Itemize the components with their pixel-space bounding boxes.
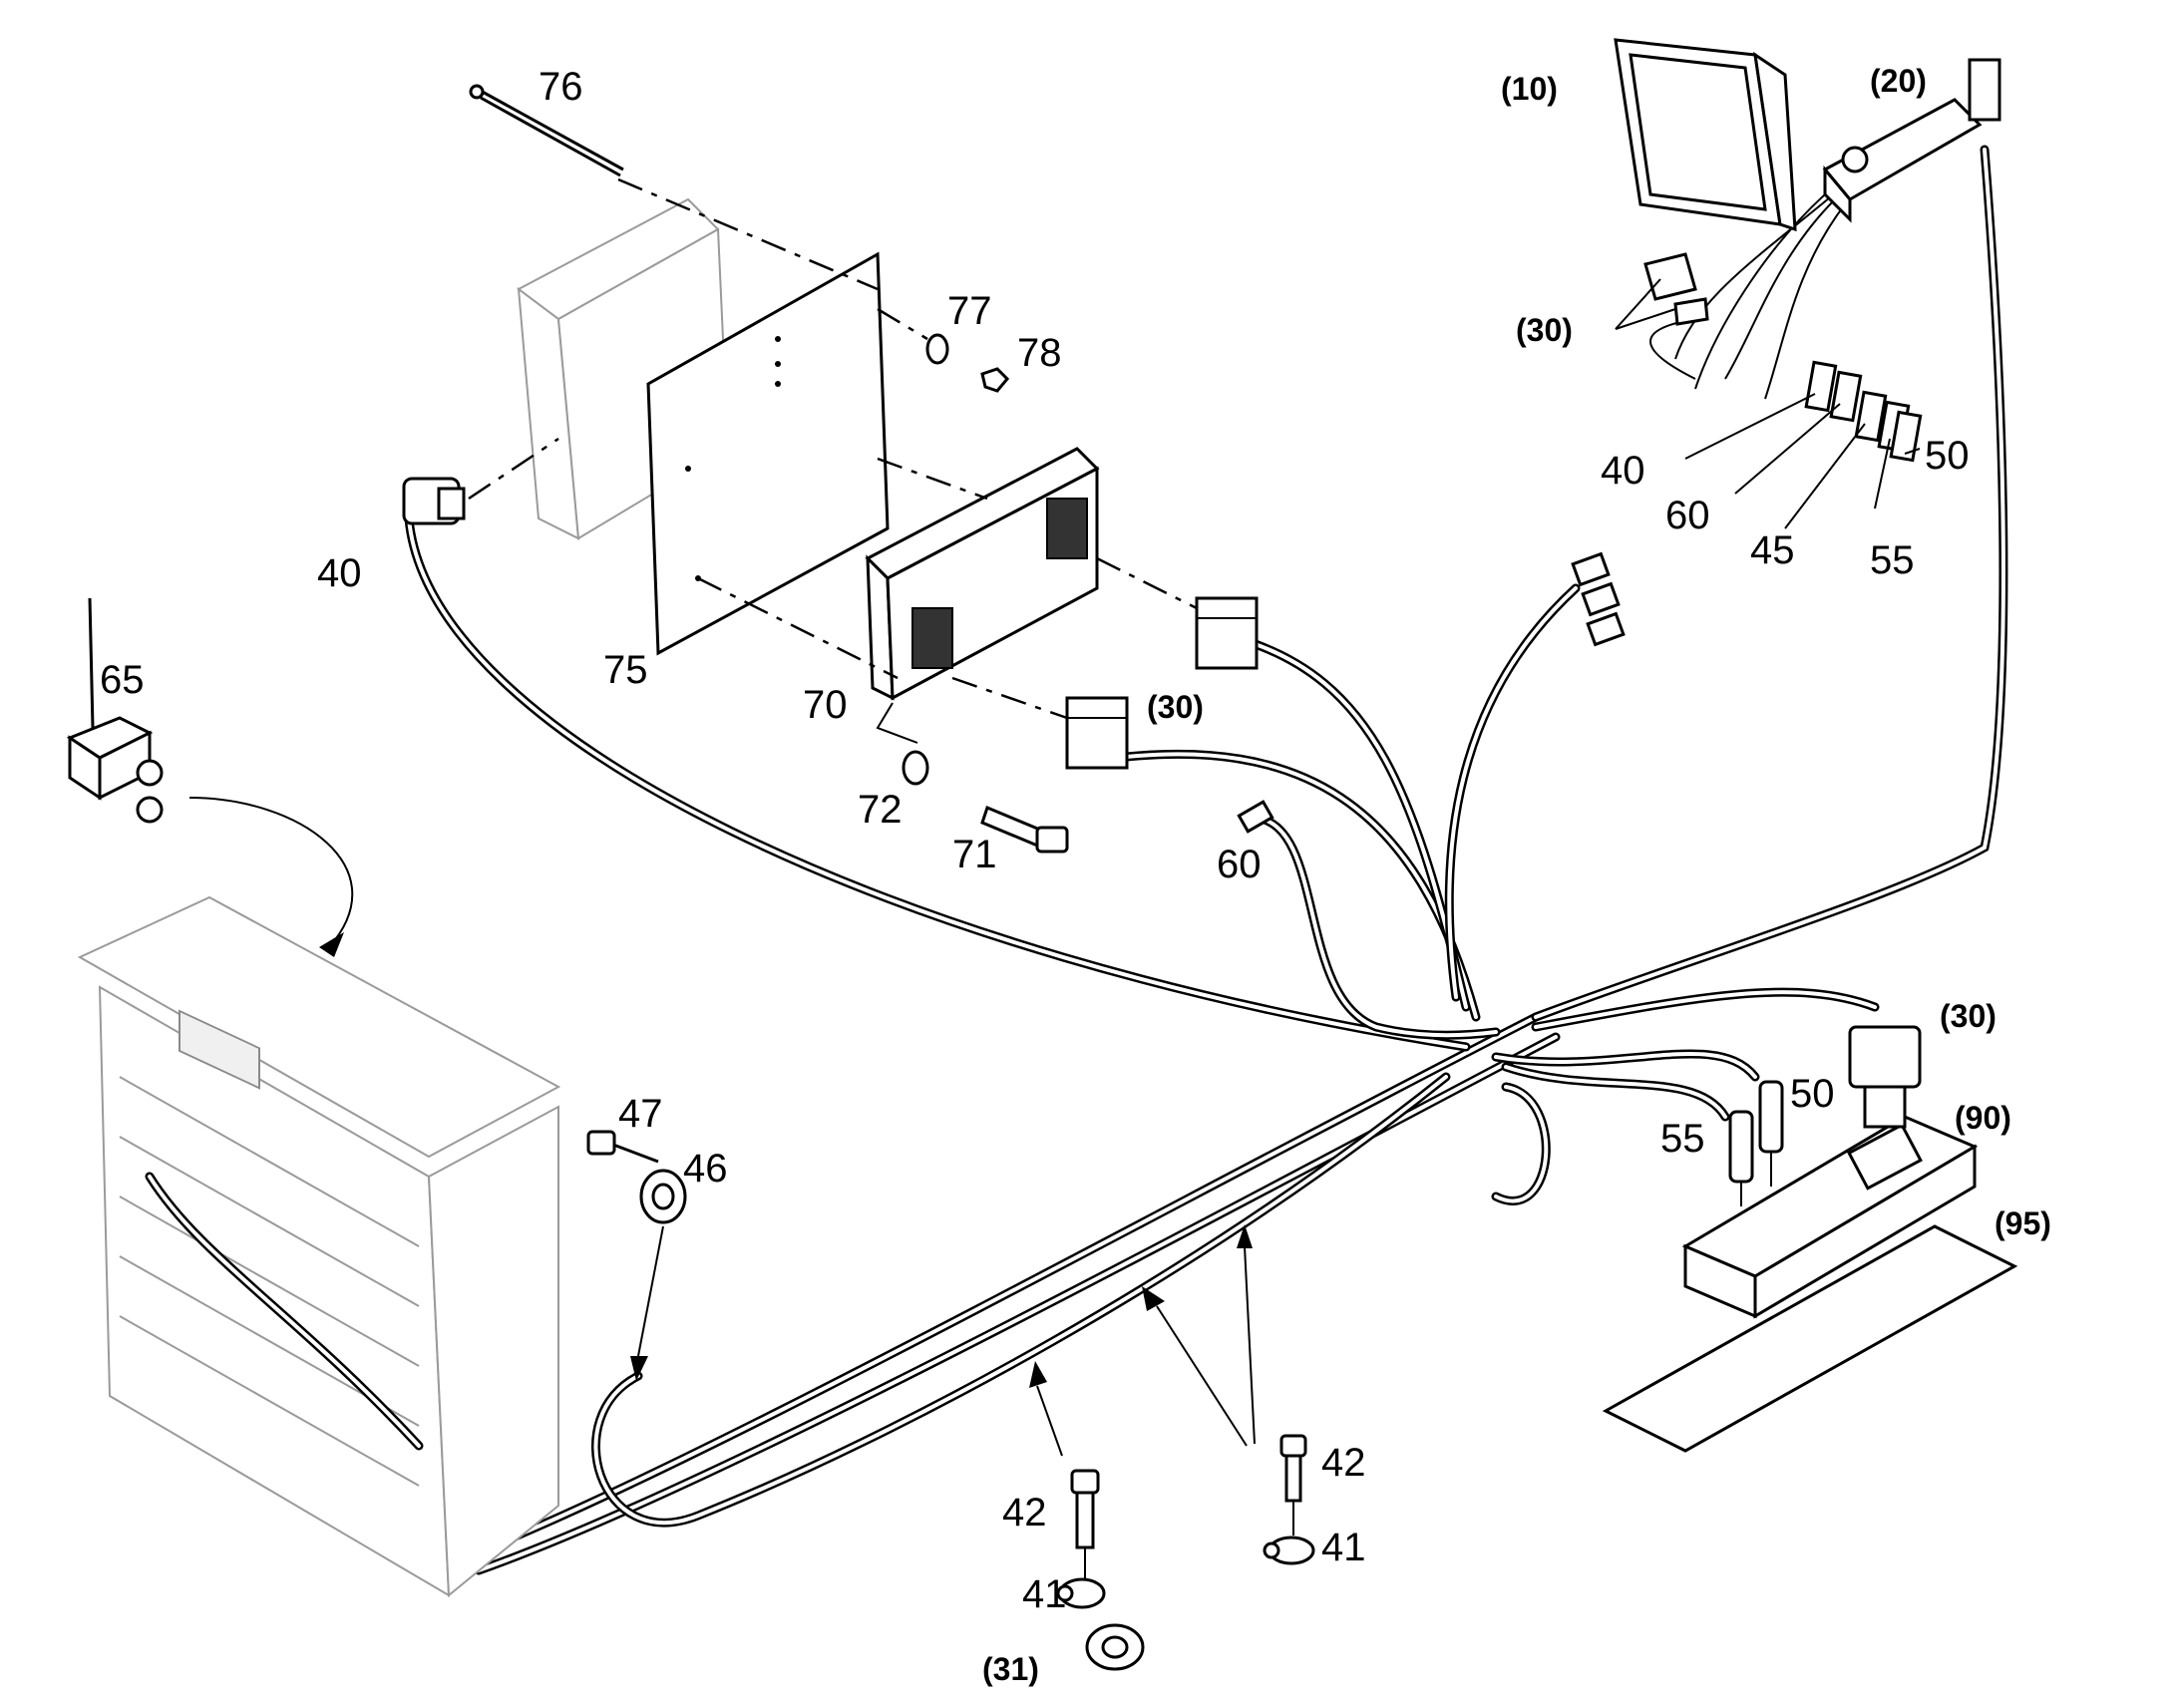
- bracket-20: [1822, 58, 2001, 223]
- connector-60: [1237, 800, 1274, 834]
- toggle-switch-65: [66, 597, 164, 824]
- label-40-right: 40: [1601, 449, 1645, 493]
- connector-cluster-upper: [1804, 360, 1923, 463]
- connector-30-upper: [1195, 596, 1259, 670]
- connector-30-lower: [1065, 696, 1129, 770]
- label-50-lower: 50: [1790, 1072, 1835, 1116]
- arrows-to-harness: [1029, 1224, 1256, 1457]
- bolt-71: [980, 805, 1069, 854]
- label-10: (10): [1501, 71, 1558, 107]
- ecu-module: [865, 447, 1100, 701]
- label-76: 76: [539, 65, 583, 109]
- connector-trio: [1571, 551, 1626, 647]
- bolt-76: [469, 84, 624, 177]
- label-55-lower: 55: [1660, 1117, 1705, 1161]
- connector-box-90: [1681, 1115, 1979, 1319]
- label-42-left: 42: [1002, 1491, 1047, 1535]
- label-30-upper-right: (30): [1516, 312, 1573, 348]
- connector-50-lower: [1758, 1080, 1784, 1187]
- arrow-head-65: [319, 932, 344, 957]
- label-72: 72: [858, 788, 903, 832]
- label-46: 46: [683, 1147, 728, 1191]
- label-45: 45: [1750, 528, 1795, 572]
- label-42-right: 42: [1321, 1441, 1366, 1485]
- label-95: (95): [1995, 1205, 2051, 1241]
- label-90: (90): [1955, 1100, 2011, 1136]
- connector-30-upper-right: [1643, 252, 1709, 326]
- cable-lug-41-right: [1263, 1536, 1315, 1565]
- cabinet-terminal-rows: [119, 1076, 420, 1487]
- label-77: 77: [947, 289, 992, 333]
- label-30-module: (30): [1147, 689, 1204, 725]
- electrical-cabinet: [77, 895, 561, 1598]
- display-monitor: [1614, 38, 1797, 232]
- connector-40-left: [402, 477, 466, 525]
- clamp-46: [639, 1169, 687, 1224]
- label-41-right: 41: [1321, 1526, 1366, 1569]
- label-60-center: 60: [1217, 843, 1262, 886]
- clamp-31: [1085, 1623, 1145, 1671]
- cable-harness: [404, 145, 2008, 1575]
- bolt-42-right: [1279, 1434, 1307, 1503]
- callout-labels: 76 77 78 75 40 70 (30) 72 71 60 65 (10) …: [100, 63, 2051, 1687]
- label-60-right: 60: [1665, 494, 1710, 537]
- label-30-right: (30): [1940, 998, 1997, 1034]
- leader-lines: [1615, 278, 1921, 529]
- label-78: 78: [1017, 331, 1062, 375]
- plate-95: [1602, 1224, 2018, 1453]
- label-70: 70: [803, 683, 848, 727]
- label-40-left: 40: [317, 551, 362, 595]
- connector-30-right: [1848, 1025, 1922, 1129]
- label-75: 75: [603, 648, 648, 692]
- nut-78: [980, 367, 1010, 393]
- label-47: 47: [618, 1092, 663, 1136]
- label-65: 65: [100, 658, 145, 702]
- bolt-42-left: [1070, 1469, 1100, 1549]
- arrow-65-to-cabinet: [188, 797, 354, 948]
- label-71: 71: [952, 833, 997, 876]
- washer-72: [902, 750, 929, 786]
- cable-lug-41-left: [1056, 1577, 1106, 1609]
- label-41-left: 41: [1022, 1572, 1067, 1616]
- washer-77: [925, 333, 949, 365]
- label-50-upper: 50: [1925, 434, 1970, 478]
- connector-55-lower: [1728, 1110, 1754, 1206]
- label-55-upper: 55: [1870, 538, 1915, 582]
- label-31: (31): [982, 1651, 1039, 1687]
- assembly-dashed-lines: [468, 177, 1198, 744]
- label-20: (20): [1870, 63, 1927, 99]
- arrow-head-46: [630, 1356, 648, 1381]
- arrow-46: [637, 1225, 664, 1357]
- bolt-47: [586, 1130, 659, 1164]
